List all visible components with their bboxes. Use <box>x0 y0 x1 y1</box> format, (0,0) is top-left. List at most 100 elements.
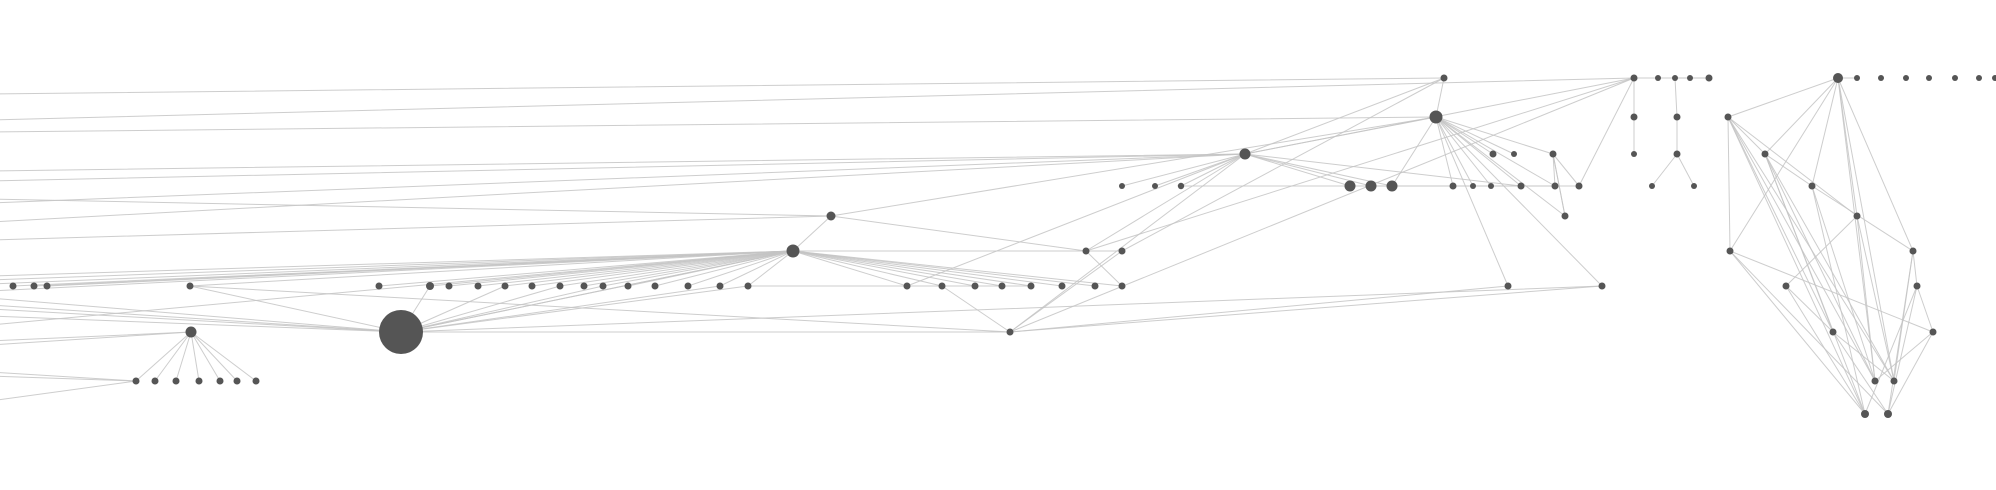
graph-node <box>172 377 180 385</box>
graph-edge <box>0 77 1635 121</box>
graph-edge <box>1727 77 1839 118</box>
graph-edge <box>190 331 257 382</box>
graph-edge <box>1729 250 1889 415</box>
graph-edge <box>1727 116 1766 155</box>
graph-edge <box>1121 77 1445 252</box>
graph-node <box>1833 73 1843 83</box>
graph-node <box>1344 180 1356 192</box>
graph-node <box>1952 75 1958 81</box>
graph-node <box>1929 328 1937 336</box>
graph-node <box>1861 410 1869 418</box>
graph-edge <box>1578 77 1635 187</box>
graph-node <box>30 282 38 290</box>
node-layer <box>9 73 1996 418</box>
graph-edge <box>941 285 1011 333</box>
graph-node <box>744 282 752 290</box>
graph-node <box>132 377 140 385</box>
graph-edge <box>1435 116 1509 287</box>
graph-edge <box>1727 116 1858 217</box>
graph-edge <box>792 250 943 287</box>
graph-edge <box>792 250 908 287</box>
graph-edge <box>477 250 794 287</box>
graph-edge <box>583 250 794 287</box>
graph-edge <box>1244 77 1445 155</box>
graph-node <box>684 282 692 290</box>
graph-node <box>1365 180 1377 192</box>
graph-edge <box>378 250 794 287</box>
graph-edge <box>1009 250 1123 333</box>
graph-edge <box>1552 153 1566 217</box>
graph-edge <box>1727 116 1834 333</box>
graph-edge <box>1764 153 1834 333</box>
graph-edge <box>1912 250 1918 287</box>
graph-edge <box>1009 285 1603 333</box>
graph-edge <box>1887 250 1914 415</box>
graph-edge <box>1244 153 1522 187</box>
graph-edge <box>654 250 794 287</box>
graph-edge <box>0 309 402 333</box>
graph-node <box>998 282 1006 290</box>
graph-node <box>233 377 241 385</box>
graph-node <box>1511 151 1517 157</box>
graph-node <box>1488 183 1494 189</box>
graph-edge <box>1811 185 1914 252</box>
graph-edge <box>1435 116 1492 187</box>
graph-edge <box>0 153 1246 182</box>
graph-node <box>1976 75 1982 81</box>
graph-edge <box>1244 153 1393 187</box>
graph-node <box>716 282 724 290</box>
graph-node <box>1673 113 1681 121</box>
graph-edge <box>1832 331 1889 415</box>
graph-edge <box>830 116 1437 217</box>
graph-node <box>1058 282 1066 290</box>
graph-node <box>1649 183 1655 189</box>
graph-edge <box>1837 77 1914 252</box>
graph-edge <box>1180 153 1246 187</box>
graph-node <box>1598 282 1606 290</box>
graph-edge <box>1837 77 1876 382</box>
graph-node <box>1726 247 1734 255</box>
graph-node <box>1884 410 1892 418</box>
graph-node <box>1517 182 1525 190</box>
graph-edge <box>747 250 794 287</box>
graph-edge <box>0 250 794 281</box>
graph-edge <box>0 375 137 382</box>
graph-edge <box>1121 153 1246 187</box>
graph-edge <box>0 153 1246 222</box>
graph-edge <box>1727 116 1866 415</box>
graph-edge <box>719 250 794 287</box>
graph-edge <box>0 116 1437 133</box>
graph-edge <box>189 250 794 287</box>
graph-edge <box>1811 77 1839 187</box>
graph-edge <box>792 250 1032 287</box>
graph-edge <box>1856 215 1895 382</box>
graph-edge <box>400 285 749 333</box>
graph-node <box>1440 74 1448 82</box>
graph-edge <box>190 331 238 382</box>
graph-node <box>1672 75 1678 81</box>
graph-edge <box>190 331 200 382</box>
graph-edge <box>1244 116 1437 155</box>
graph-edge <box>46 250 794 287</box>
graph-node <box>1118 247 1126 255</box>
graph-edge <box>189 285 1011 333</box>
graph-edge <box>1391 116 1437 187</box>
graph-edge <box>1435 116 1554 155</box>
graph-node <box>1386 180 1398 192</box>
graph-edge <box>1085 153 1246 252</box>
graph-node <box>1561 212 1569 220</box>
graph-edge <box>1651 153 1678 187</box>
graph-node <box>9 282 17 290</box>
graph-edge <box>0 198 832 217</box>
graph-edge <box>1552 153 1556 187</box>
graph-edge <box>400 285 1603 333</box>
graph-node <box>826 211 836 221</box>
graph-node <box>379 310 423 354</box>
graph-edge <box>792 250 1123 287</box>
graph-edge <box>1729 77 1839 252</box>
graph-edge <box>400 250 794 333</box>
graph-node <box>624 282 632 290</box>
graph-edge <box>1435 77 1445 118</box>
graph-edge <box>1085 250 1123 287</box>
graph-node <box>1992 75 1996 81</box>
